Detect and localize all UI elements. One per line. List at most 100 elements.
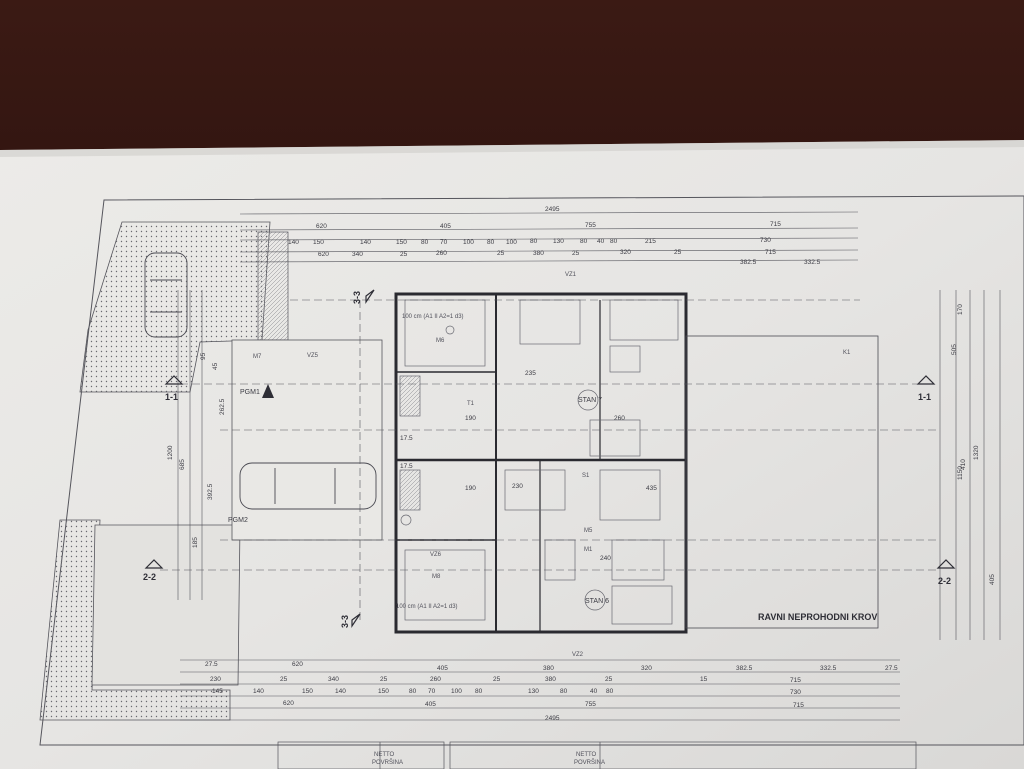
svg-text:80: 80 bbox=[530, 238, 538, 245]
svg-text:340: 340 bbox=[328, 676, 339, 683]
svg-text:140: 140 bbox=[335, 688, 346, 695]
footer-cell-1-line1: NETTO bbox=[374, 752, 395, 758]
svg-text:380: 380 bbox=[543, 665, 554, 672]
dotted-terrain-bottom bbox=[39, 519, 231, 721]
svg-text:150: 150 bbox=[378, 688, 389, 695]
bottom-dims-row4: 620 405 755 715 bbox=[283, 700, 804, 709]
svg-text:T1: T1 bbox=[467, 401, 475, 407]
section-label-1-left: 1-1 bbox=[165, 392, 178, 402]
svg-text:382.5: 382.5 bbox=[736, 665, 753, 672]
svg-text:100: 100 bbox=[451, 688, 462, 695]
car-garage-icon bbox=[239, 462, 377, 510]
svg-text:730: 730 bbox=[790, 689, 801, 696]
svg-text:130: 130 bbox=[553, 238, 564, 245]
svg-text:190: 190 bbox=[465, 415, 476, 422]
svg-text:25: 25 bbox=[497, 250, 505, 257]
svg-text:620: 620 bbox=[292, 661, 303, 668]
wall-spec-upper: 100 cm (A1 II A2=1 d3) bbox=[402, 314, 464, 320]
person-icon bbox=[262, 384, 274, 398]
svg-text:25: 25 bbox=[380, 676, 388, 683]
svg-text:130: 130 bbox=[528, 688, 539, 695]
flat-roof-area bbox=[685, 335, 879, 629]
svg-text:685: 685 bbox=[179, 459, 186, 470]
svg-text:80: 80 bbox=[421, 239, 429, 246]
svg-text:380: 380 bbox=[533, 250, 544, 257]
svg-text:340: 340 bbox=[352, 251, 363, 258]
svg-text:M1: M1 bbox=[584, 547, 593, 553]
svg-text:40: 40 bbox=[590, 688, 598, 695]
svg-text:VZ5: VZ5 bbox=[307, 353, 319, 359]
svg-text:410: 410 bbox=[960, 459, 967, 470]
car-top-icon bbox=[144, 252, 188, 338]
section-label-3-bottom: 3-3 bbox=[340, 615, 350, 628]
svg-text:80: 80 bbox=[560, 688, 568, 695]
svg-text:730: 730 bbox=[760, 237, 771, 244]
svg-text:715: 715 bbox=[790, 677, 801, 684]
top-dims-row4: 382.5 332.5 bbox=[740, 259, 821, 266]
svg-text:145: 145 bbox=[212, 688, 223, 695]
interior-dims: 190 190 17.5 17.5 230 235 435 260 240 bbox=[400, 370, 657, 562]
svg-text:620: 620 bbox=[316, 223, 327, 230]
svg-text:VZ2: VZ2 bbox=[572, 652, 584, 658]
svg-text:25: 25 bbox=[605, 676, 613, 683]
footer-cell-2-line2: POVRŠINA bbox=[574, 759, 605, 766]
svg-text:260: 260 bbox=[436, 250, 447, 257]
svg-text:17.5: 17.5 bbox=[400, 463, 413, 470]
apartment-7-label: STAN 7 bbox=[578, 397, 602, 404]
svg-text:405: 405 bbox=[437, 665, 448, 672]
bottom-total: 2495 bbox=[545, 715, 560, 722]
top-total: 2495 bbox=[545, 206, 560, 213]
svg-text:S1: S1 bbox=[582, 473, 590, 479]
top-dims-row2: 140 150 140 150 80 70 100 80 100 80 130 … bbox=[288, 237, 771, 246]
svg-text:382.5: 382.5 bbox=[740, 259, 757, 266]
svg-text:25: 25 bbox=[280, 676, 288, 683]
section-label-2-left: 2-2 bbox=[143, 572, 156, 582]
svg-text:95: 95 bbox=[200, 352, 207, 360]
wall-spec-lower: 100 cm (A1 II A2=1 d3) bbox=[396, 604, 458, 610]
svg-text:755: 755 bbox=[585, 222, 596, 229]
svg-text:392.5: 392.5 bbox=[207, 483, 214, 500]
section-label-2-right: 2-2 bbox=[938, 576, 951, 586]
svg-text:M5: M5 bbox=[584, 528, 593, 534]
bottom-dims-row2: 230 25 340 25 260 25 380 25 15 715 bbox=[210, 676, 801, 684]
svg-text:140: 140 bbox=[253, 688, 264, 695]
svg-text:27.5: 27.5 bbox=[205, 661, 218, 668]
svg-text:45: 45 bbox=[212, 362, 219, 370]
svg-text:150: 150 bbox=[313, 239, 324, 246]
svg-text:150: 150 bbox=[302, 688, 313, 695]
svg-text:M8: M8 bbox=[432, 574, 441, 580]
svg-text:230: 230 bbox=[210, 676, 221, 683]
svg-text:320: 320 bbox=[620, 249, 631, 256]
apartment-6-label: STAN 6 bbox=[585, 598, 609, 605]
svg-text:80: 80 bbox=[487, 239, 495, 246]
svg-text:80: 80 bbox=[409, 688, 417, 695]
section-label-3-top: 3-3 bbox=[352, 291, 362, 304]
svg-text:260: 260 bbox=[614, 415, 625, 422]
svg-text:25: 25 bbox=[400, 251, 408, 258]
svg-text:25: 25 bbox=[674, 249, 682, 256]
parking-label-2: PGM2 bbox=[228, 517, 248, 524]
svg-text:405: 405 bbox=[440, 223, 451, 230]
svg-text:715: 715 bbox=[793, 702, 804, 709]
footer-cell-1-line2: POVRŠINA bbox=[372, 759, 403, 766]
svg-text:185: 185 bbox=[192, 537, 199, 548]
svg-text:80: 80 bbox=[580, 238, 588, 245]
svg-text:320: 320 bbox=[641, 665, 652, 672]
svg-text:505: 505 bbox=[951, 344, 958, 355]
svg-text:80: 80 bbox=[606, 688, 614, 695]
bottom-dims-row3: 145 140 150 140 150 80 70 100 80 130 80 … bbox=[212, 688, 801, 696]
svg-text:620: 620 bbox=[283, 700, 294, 707]
svg-text:80: 80 bbox=[475, 688, 483, 695]
svg-text:715: 715 bbox=[770, 221, 781, 228]
svg-text:25: 25 bbox=[572, 250, 580, 257]
svg-text:70: 70 bbox=[440, 239, 448, 246]
svg-text:70: 70 bbox=[428, 688, 436, 695]
svg-text:100: 100 bbox=[506, 239, 517, 246]
svg-text:380: 380 bbox=[545, 676, 556, 683]
svg-text:260: 260 bbox=[430, 676, 441, 683]
top-dims-row3: 620 340 25 260 25 380 25 320 25 715 bbox=[318, 249, 776, 258]
svg-text:100: 100 bbox=[463, 239, 474, 246]
svg-text:140: 140 bbox=[360, 239, 371, 246]
element-marks: M7 M8 VZ1 VZ2 VZ5 VZ6 K1 M1 M5 M6 T1 S1 bbox=[253, 272, 851, 658]
left-dims: 1200 685 185 392.5 262.5 95 45 bbox=[167, 352, 226, 548]
